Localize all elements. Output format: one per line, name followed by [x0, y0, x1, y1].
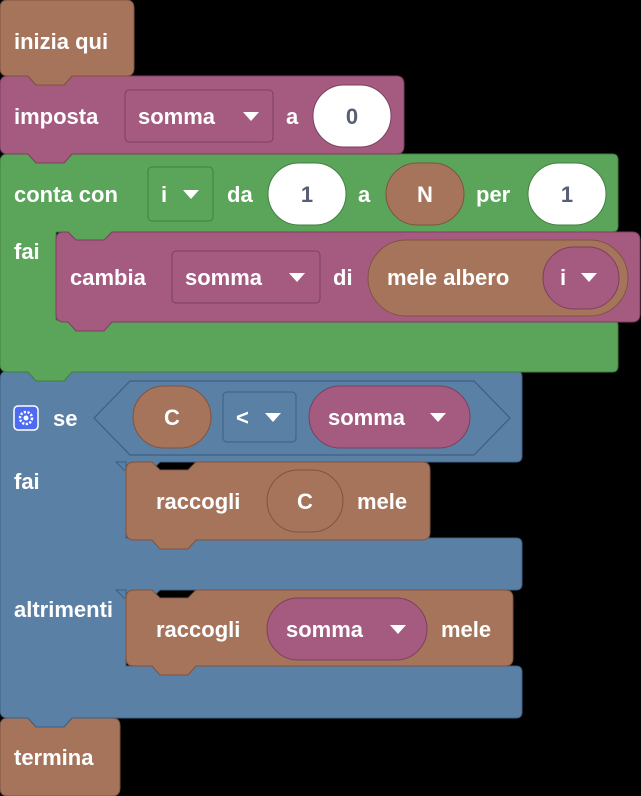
svg-text:C: C	[164, 405, 180, 430]
gear-icon[interactable]	[13, 405, 39, 431]
dropdown-arrow-icon	[430, 413, 446, 422]
dropdown-arrow-icon	[390, 625, 406, 634]
svg-text:di: di	[333, 265, 353, 290]
svg-text:mele: mele	[357, 489, 407, 514]
svg-text:0: 0	[346, 104, 358, 129]
variable-somma-reporter[interactable]: somma	[308, 385, 471, 449]
svg-text:i: i	[161, 182, 167, 207]
svg-text:mele albero: mele albero	[387, 265, 509, 290]
for-loop-block[interactable]: conta con i da 1 a N per 1 fai cambia	[0, 153, 641, 382]
dropdown-arrow-icon	[265, 413, 281, 422]
end-block[interactable]: termina	[0, 717, 121, 796]
svg-text:a: a	[286, 104, 299, 129]
from-value-input[interactable]: 1	[267, 162, 347, 226]
set-variable-block[interactable]: imposta somma a 0	[0, 75, 405, 164]
operator-dropdown[interactable]: <	[222, 391, 297, 443]
to-value-reporter[interactable]: N	[385, 162, 465, 226]
start-block[interactable]: inizia qui	[0, 0, 135, 86]
svg-text:raccogli: raccogli	[156, 617, 240, 642]
svg-text:raccogli: raccogli	[156, 489, 240, 514]
step-value-input[interactable]: 1	[527, 162, 607, 226]
svg-text:a: a	[358, 182, 371, 207]
variable-c-reporter[interactable]: C	[132, 385, 212, 449]
svg-text:<: <	[236, 405, 249, 430]
dropdown-arrow-icon	[183, 190, 199, 199]
dropdown-arrow-icon	[289, 273, 305, 282]
dropdown-arrow-icon	[581, 273, 597, 282]
svg-text:N: N	[417, 182, 433, 207]
else-label: altrimenti	[14, 597, 113, 622]
svg-text:somma: somma	[185, 265, 263, 290]
svg-text:imposta: imposta	[14, 104, 99, 129]
svg-text:somma: somma	[328, 405, 406, 430]
collect-c-block[interactable]: raccogli C mele	[125, 461, 431, 550]
set-value-input[interactable]: 0	[312, 84, 392, 148]
dropdown-arrow-icon	[243, 112, 259, 121]
change-variable-block[interactable]: cambia somma di mele albero i	[55, 231, 641, 332]
svg-text:i: i	[560, 265, 566, 290]
if-do-label: fai	[14, 469, 40, 494]
svg-text:1: 1	[301, 182, 313, 207]
variable-i-reporter[interactable]: i	[542, 246, 620, 310]
loop-variable-dropdown[interactable]: i	[147, 166, 214, 222]
apple-tree-reporter[interactable]: mele albero i	[367, 239, 629, 317]
if-else-block[interactable]: se C < somma fai altrimenti raccogli	[0, 370, 523, 728]
svg-text:somma: somma	[138, 104, 216, 129]
variable-somma-dropdown[interactable]: somma	[124, 89, 274, 143]
svg-text:mele: mele	[441, 617, 491, 642]
svg-text:1: 1	[561, 182, 573, 207]
svg-text:conta con: conta con	[14, 182, 118, 207]
svg-text:per: per	[476, 182, 511, 207]
svg-text:cambia: cambia	[70, 265, 147, 290]
end-label: termina	[14, 745, 94, 770]
collect-somma-block[interactable]: raccogli somma mele	[125, 589, 514, 676]
variable-somma-dropdown[interactable]: somma	[171, 250, 321, 304]
svg-text:da: da	[227, 182, 253, 207]
value-c-reporter[interactable]: C	[266, 469, 344, 533]
svg-text:somma: somma	[286, 617, 364, 642]
if-label: se	[53, 406, 77, 431]
svg-text:C: C	[297, 489, 313, 514]
svg-text:inizia qui: inizia qui	[14, 29, 108, 54]
loop-do-label: fai	[14, 239, 40, 264]
variable-somma-reporter[interactable]: somma	[266, 597, 428, 661]
